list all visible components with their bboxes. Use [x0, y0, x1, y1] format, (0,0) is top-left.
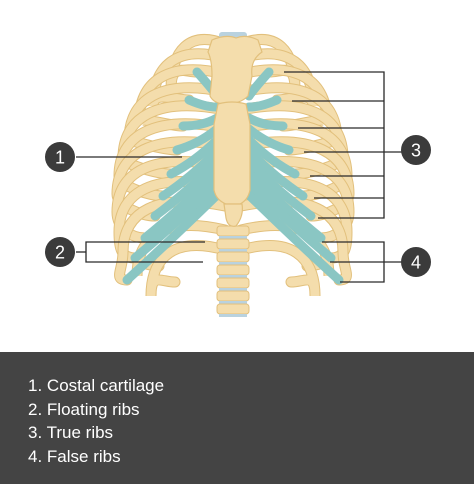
intervertebral-disc-3 — [219, 262, 247, 265]
vertebra-3 — [216, 251, 250, 263]
costal-cartilage-left-10 — [122, 190, 222, 285]
legend-text: False ribs — [46, 446, 121, 466]
legend-text: Costal cartilage — [46, 376, 165, 395]
intervertebral-disc-1 — [219, 236, 247, 239]
marker-1-label: 1 — [55, 148, 65, 168]
intervertebral-disc-7 — [219, 314, 247, 317]
costal-cartilage-group — [122, 67, 344, 285]
rib-right-12 — [236, 241, 320, 297]
legend-number: 3. — [28, 423, 43, 442]
vertebra-6 — [216, 290, 250, 302]
rib-cage-diagram: 1 2 3 4 — [45, 32, 431, 317]
marker-4: 4 — [401, 247, 431, 277]
legend-panel: 1.Costal cartilage 2.Floating ribs 3.Tru… — [0, 352, 474, 484]
costal-cartilage-right-9 — [244, 179, 336, 263]
costal-cartilage-left-7 — [150, 157, 222, 221]
intervertebral-disc-5 — [219, 288, 247, 291]
rib-left-12 — [146, 241, 230, 297]
marker-2-label: 2 — [55, 243, 65, 263]
legend-list: 1.Costal cartilage 2.Floating ribs 3.Tru… — [28, 374, 164, 468]
costal-cartilage-left-8 — [140, 168, 222, 243]
legend-number: 2. — [28, 399, 43, 419]
costal-cartilage-right-6 — [244, 146, 308, 201]
costal-cartilage-right-2 — [244, 95, 282, 112]
vertebra-1 — [216, 225, 250, 237]
manubrium — [207, 35, 263, 105]
costal-cartilage-left-2 — [184, 95, 222, 112]
vertebra-4 — [216, 264, 250, 276]
legend-item-floating-ribs: 2.Floating ribs — [28, 398, 164, 422]
costal-cartilage-right-8 — [244, 168, 326, 243]
legend-text: True ribs — [46, 423, 114, 442]
vertebra-2 — [216, 238, 250, 250]
costal-cartilage-left-9 — [130, 179, 222, 263]
leader-lines — [76, 71, 402, 283]
legend-number: 1. — [28, 376, 43, 395]
marker-1-circle — [45, 142, 75, 172]
costal-cartilage-right-1 — [244, 67, 274, 101]
marker-2-circle — [45, 237, 75, 267]
intervertebral-disc-2 — [219, 249, 247, 252]
rib-cage-ribs — [111, 34, 355, 297]
legend-number: 4. — [28, 446, 43, 466]
marker-3: 3 — [401, 135, 431, 165]
marker-4-label: 4 — [411, 253, 421, 273]
legend-item-true-ribs: 3.True ribs — [28, 421, 164, 445]
marker-4-circle — [401, 247, 431, 277]
intervertebral-disc-6 — [219, 301, 247, 304]
leader-line-3 — [284, 71, 385, 219]
vertebra-5 — [216, 277, 250, 289]
marker-1: 1 — [45, 142, 75, 172]
legend-item-costal-cartilage: 1.Costal cartilage — [28, 374, 164, 398]
costal-cartilage-right-7 — [244, 157, 316, 221]
sternum-body — [213, 101, 251, 205]
vertebra-7 — [216, 303, 250, 315]
legend-item-false-ribs: 4.False ribs — [28, 445, 164, 469]
marker-3-circle — [401, 135, 431, 165]
intervertebral-disc-4 — [219, 275, 247, 278]
costal-cartilage-right-3 — [244, 113, 288, 131]
costal-cartilage-left-6 — [158, 146, 222, 201]
vertebral-column — [216, 32, 250, 317]
legend-text: Floating ribs — [46, 399, 140, 419]
costal-cartilage-right-10 — [244, 190, 344, 285]
marker-3-label: 3 — [411, 141, 421, 161]
costal-cartilage-right-5 — [244, 135, 300, 179]
marker-2: 2 — [45, 237, 75, 267]
xiphoid-process — [223, 203, 243, 227]
costal-cartilage-right-4 — [244, 124, 294, 155]
sternum — [207, 35, 263, 227]
